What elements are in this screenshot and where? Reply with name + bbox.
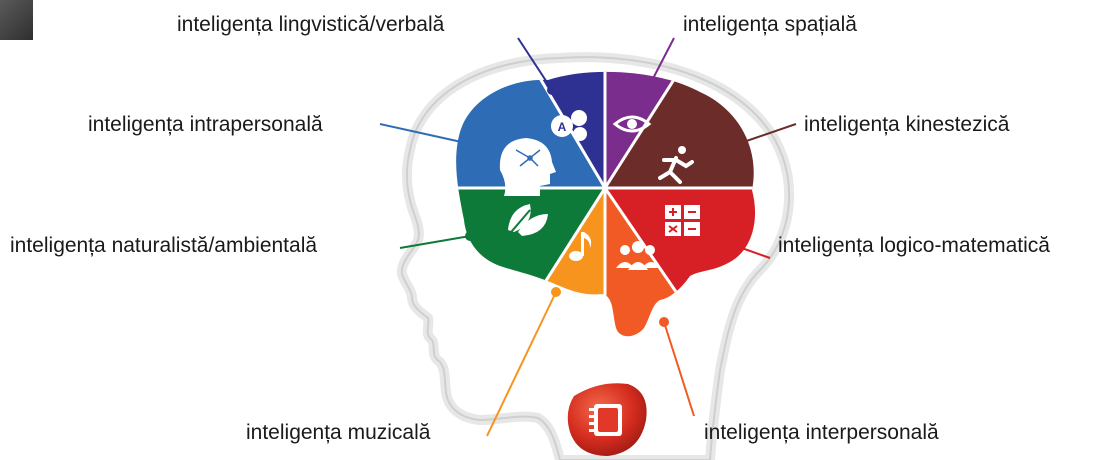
label-naturalista: inteligența naturalistă/ambientală	[10, 234, 318, 257]
music-note-icon	[569, 232, 592, 261]
speech-bubbles-icon: A	[551, 110, 587, 141]
label-intrapersonala: inteligența intrapersonală	[88, 113, 323, 136]
connector-lines	[379, 37, 797, 437]
label-lingvistica: inteligența lingvistică/verbală	[177, 13, 445, 36]
eye-icon	[612, 115, 652, 133]
notebook-icon	[567, 383, 647, 456]
corner-block	[0, 0, 33, 40]
head-brain-icon	[499, 138, 556, 196]
label-spatiala: inteligența spațială	[683, 13, 857, 36]
calculator-icon	[665, 205, 700, 236]
leaf-icon	[505, 204, 548, 239]
label-muzicala: inteligența muzicală	[246, 421, 431, 444]
segment-kinestezica	[605, 71, 756, 188]
label-logico-matematica: inteligența logico-matematică	[778, 234, 1050, 257]
running-person-icon	[658, 146, 694, 184]
people-group-icon	[616, 241, 660, 270]
svg-text:A: A	[558, 120, 567, 134]
label-interpersonala: inteligența interpersonală	[704, 421, 939, 444]
segment-intrapersonala	[456, 71, 605, 188]
label-kinestezica: inteligența kinestezică	[804, 113, 1010, 136]
